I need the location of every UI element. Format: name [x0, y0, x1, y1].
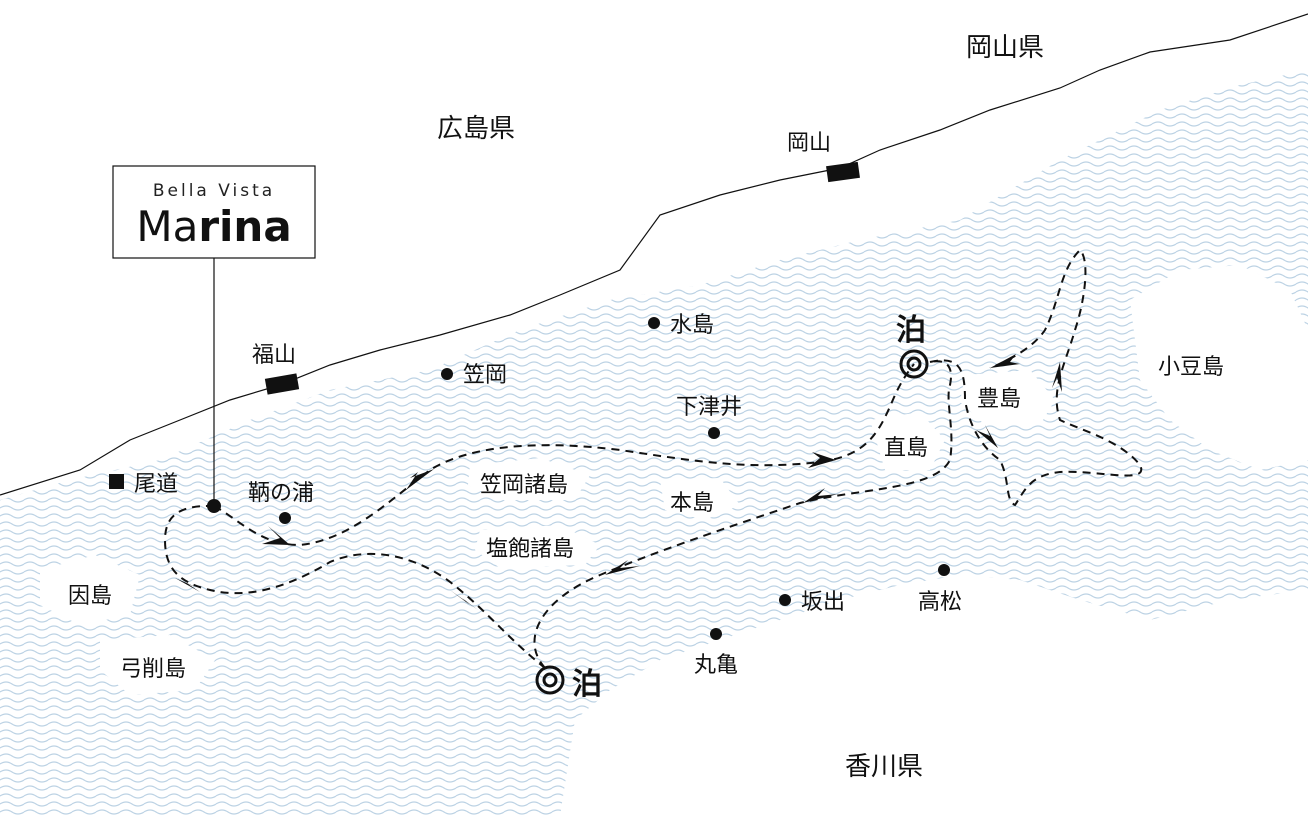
cruise-route	[163, 248, 1143, 669]
coastline	[0, 13, 1308, 496]
yugeshima-label: 弓削島	[120, 657, 186, 682]
place-labels: 水島 笠岡 下津井 尾道 鞆の浦 笠岡諸島 本島 塩飽諸島 因島 弓削島 直島 …	[68, 313, 1224, 682]
marugame-dot	[710, 628, 722, 640]
fukuyama-station-marker	[264, 373, 300, 395]
overnight-south-label: 泊	[572, 667, 602, 702]
route-outbound	[213, 363, 915, 547]
shimotsui-dot	[708, 427, 720, 439]
innoshima-label: 因島	[68, 584, 112, 609]
kasaoka-dot	[441, 368, 453, 380]
route-arrows	[175, 354, 1062, 610]
okayama-station-marker	[826, 161, 860, 183]
route-arrow	[1052, 362, 1062, 392]
route-arrow	[450, 590, 478, 610]
teshima-landmass	[960, 370, 1055, 425]
mizushima-label: 水島	[670, 313, 714, 338]
kasaoka-islands-label: 笠岡諸島	[480, 473, 568, 498]
shiwaku-islands-label: 塩飽諸島	[486, 537, 574, 562]
station-markers	[264, 161, 860, 395]
route-arrow	[406, 469, 434, 490]
route-teshima	[929, 248, 1143, 507]
teshima-label: 豊島	[977, 387, 1021, 412]
sakaide-label: 坂出	[801, 590, 845, 615]
honjima-landmass	[660, 478, 740, 520]
route-arrow	[175, 578, 200, 592]
shodoshima-label: 小豆島	[1158, 355, 1224, 380]
okayama-prefecture-label: 岡山県	[966, 33, 1044, 63]
takamatsu-label: 高松	[918, 590, 962, 615]
okayama-station-label: 岡山	[787, 131, 831, 156]
logo-line1: Bella Vista	[153, 181, 275, 201]
station-labels: 岡山 福山	[252, 131, 831, 368]
tomonoura-dot	[279, 512, 291, 524]
naoshima-landmass	[870, 412, 945, 470]
logo-line2: Marina	[136, 202, 291, 251]
onomichi-square-marker	[109, 474, 124, 489]
naoshima-label: 直島	[884, 436, 928, 461]
logo-line2-bold: rina	[198, 202, 291, 251]
kagawa-prefecture-label: 香川県	[845, 752, 923, 782]
overnight-north-label: 泊	[896, 313, 926, 348]
place-markers	[109, 317, 950, 640]
route-arrow	[262, 526, 290, 545]
route-arrow	[605, 560, 640, 575]
honshu-landmass	[0, 13, 1308, 496]
overnight-north-marker	[899, 349, 929, 379]
shikoku-landmass	[560, 575, 1308, 816]
hiroshima-prefecture-label: 広島県	[437, 114, 515, 144]
tomonoura-label: 鞆の浦	[248, 481, 314, 506]
overnight-markers	[535, 349, 929, 695]
shimotsui-label: 下津井	[676, 395, 742, 420]
mizushima-dot	[648, 317, 660, 329]
onomichi-departure-dot	[207, 499, 221, 513]
innoshima-landmass	[40, 555, 140, 625]
route-arrow	[808, 452, 836, 468]
overnight-south-marker	[535, 665, 565, 695]
marugame-label: 丸亀	[694, 653, 738, 678]
fukuyama-station-label: 福山	[252, 343, 296, 368]
route-west-loop	[163, 504, 546, 669]
takamatsu-dot	[938, 564, 950, 576]
shodoshima-landmass	[1130, 265, 1308, 470]
route-arrow	[803, 488, 838, 503]
logo-frame	[112, 165, 316, 259]
kasaoka-label: 笠岡	[463, 363, 507, 388]
kasaoka-islands-landmass	[468, 458, 590, 500]
onomichi-label: 尾道	[134, 472, 178, 497]
prefecture-labels: 岡山県 広島県 香川県	[437, 33, 1044, 782]
bella-vista-marina-logo: Bella Vista Marina	[112, 165, 316, 506]
islands	[40, 265, 1308, 816]
sakaide-dot	[779, 594, 791, 606]
yugeshima-landmass	[100, 635, 215, 695]
logo-line2-regular: Ma	[136, 202, 198, 251]
shiwaku-islands-landmass	[475, 525, 600, 568]
route-arrow	[990, 354, 1020, 368]
honjima-label: 本島	[670, 491, 714, 516]
route-arrow	[976, 425, 998, 448]
overnight-labels: 泊 泊	[572, 313, 926, 702]
